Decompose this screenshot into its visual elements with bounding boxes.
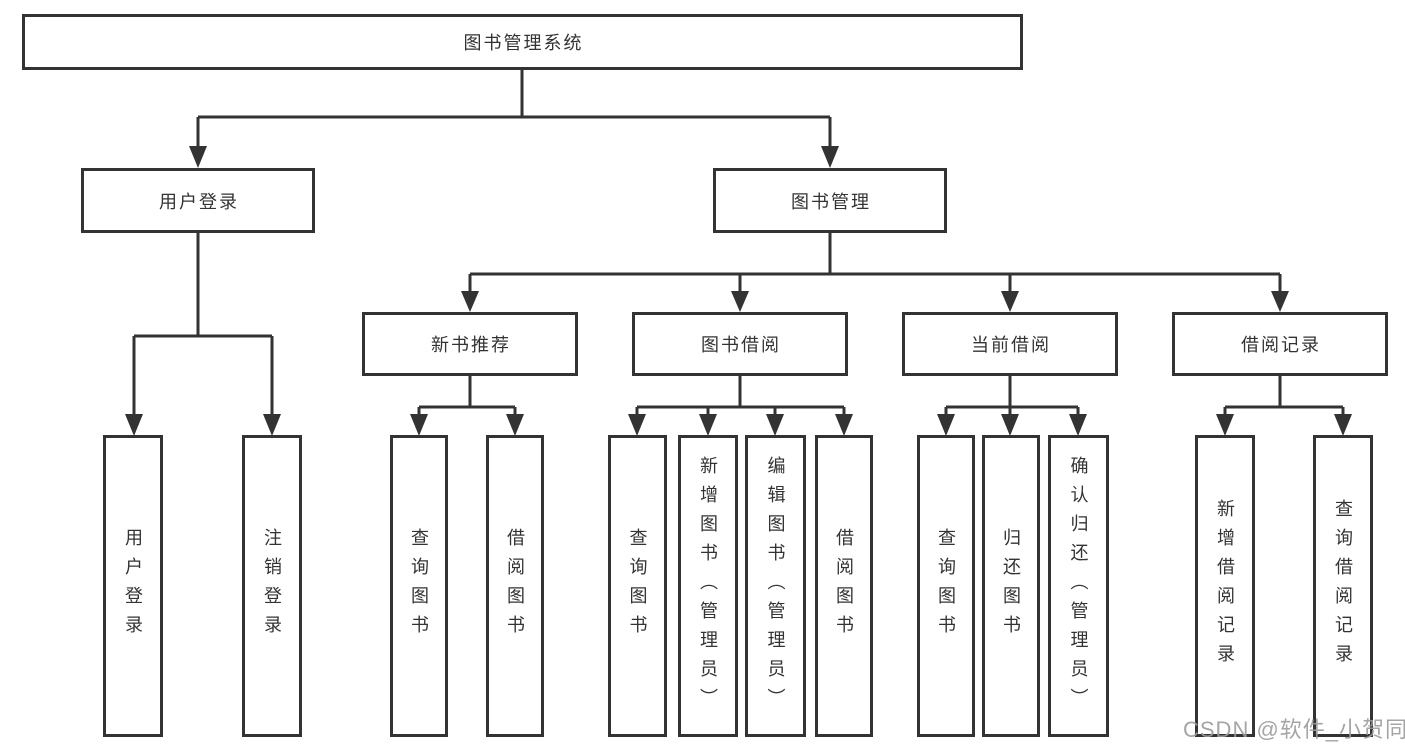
leaf-current-confirm-return-admin-label: 确认归还（管理员） xyxy=(1068,455,1089,717)
leaf-recommend-borrow-books: 借阅图书 xyxy=(486,435,544,737)
node-book-borrow-label: 图书借阅 xyxy=(701,335,781,355)
node-book-management-label: 图书管理 xyxy=(791,191,871,212)
arrow-down-icon xyxy=(1001,291,1019,312)
arrow-down-icon xyxy=(1069,414,1087,436)
leaf-borrow-add-books-admin-label: 新增图书（管理员） xyxy=(698,455,718,717)
arrow-down-icon xyxy=(821,146,839,168)
leaf-borrow-edit-books-admin: 编辑图书（管理员） xyxy=(745,435,806,737)
connector-book-management-to-level2 xyxy=(468,233,1282,293)
csdn-watermark: CSDN @软件_小贺同学 xyxy=(1183,717,1405,742)
node-current-borrow: 当前借阅 xyxy=(902,312,1118,376)
node-root-label: 图书管理系统 xyxy=(463,33,584,53)
leaf-borrow-edit-books-admin-label: 编辑图书（管理员） xyxy=(765,455,786,717)
arrow-down-icon xyxy=(937,414,955,436)
arrow-down-icon xyxy=(189,146,207,168)
leaf-recommend-query-books: 查询图书 xyxy=(390,435,448,737)
arrow-down-icon xyxy=(731,291,749,312)
connector-root-to-level1 xyxy=(196,70,832,148)
connector-current-to-leaves xyxy=(944,376,1080,416)
leaf-logout: 注销登录 xyxy=(242,435,302,737)
leaf-borrow-query-books: 查询图书 xyxy=(608,435,667,737)
node-new-book-recommend-label: 新书推荐 xyxy=(431,335,511,355)
node-book-borrow: 图书借阅 xyxy=(632,312,848,376)
leaf-current-query-books-label: 查询图书 xyxy=(936,528,956,644)
arrow-down-icon xyxy=(125,414,143,436)
leaf-records-add-record-label: 新增借阅记录 xyxy=(1215,499,1235,673)
arrow-down-icon xyxy=(628,414,646,436)
node-root: 图书管理系统 xyxy=(22,14,1023,70)
connector-user-login-to-leaves xyxy=(132,233,274,416)
leaf-logout-label: 注销登录 xyxy=(262,528,282,644)
arrow-down-icon xyxy=(699,414,717,436)
node-borrow-records: 借阅记录 xyxy=(1172,312,1388,376)
node-new-book-recommend: 新书推荐 xyxy=(362,312,578,376)
leaf-current-query-books: 查询图书 xyxy=(917,435,975,737)
node-user-login: 用户登录 xyxy=(81,168,315,233)
leaf-records-query-record-label: 查询借阅记录 xyxy=(1333,499,1353,673)
leaf-records-query-record: 查询借阅记录 xyxy=(1313,435,1373,737)
leaf-records-add-record: 新增借阅记录 xyxy=(1195,435,1255,737)
node-borrow-records-label: 借阅记录 xyxy=(1241,335,1321,355)
arrow-down-icon xyxy=(263,414,281,436)
leaf-user-login-label: 用户登录 xyxy=(123,528,143,644)
connector-records-to-leaves xyxy=(1223,376,1345,416)
arrow-down-icon xyxy=(1001,414,1019,436)
leaf-current-return-books-label: 归还图书 xyxy=(1001,528,1021,644)
leaf-borrow-borrow-books-label: 借阅图书 xyxy=(834,528,854,644)
node-user-login-label: 用户登录 xyxy=(159,191,239,212)
leaf-user-login: 用户登录 xyxy=(103,435,163,737)
arrow-down-icon xyxy=(766,414,784,436)
leaf-current-return-books: 归还图书 xyxy=(982,435,1040,737)
arrow-down-icon xyxy=(1216,414,1234,436)
connector-borrow-to-leaves xyxy=(635,376,846,416)
leaf-recommend-borrow-books-label: 借阅图书 xyxy=(505,528,525,644)
connector-recommend-to-leaves xyxy=(417,376,517,416)
leaf-borrow-query-books-label: 查询图书 xyxy=(627,528,648,644)
leaf-current-confirm-return-admin: 确认归还（管理员） xyxy=(1048,435,1109,737)
leaf-borrow-borrow-books: 借阅图书 xyxy=(815,435,873,737)
arrow-down-icon xyxy=(1271,291,1289,312)
node-current-borrow-label: 当前借阅 xyxy=(971,335,1051,355)
leaf-recommend-query-books-label: 查询图书 xyxy=(409,528,429,644)
arrow-down-icon xyxy=(835,414,853,436)
arrow-down-icon xyxy=(410,414,428,436)
arrow-down-icon xyxy=(461,291,479,312)
leaf-borrow-add-books-admin: 新增图书（管理员） xyxy=(678,435,738,737)
node-book-management: 图书管理 xyxy=(713,168,947,233)
arrow-down-icon xyxy=(1334,414,1352,436)
arrow-down-icon xyxy=(506,414,524,436)
